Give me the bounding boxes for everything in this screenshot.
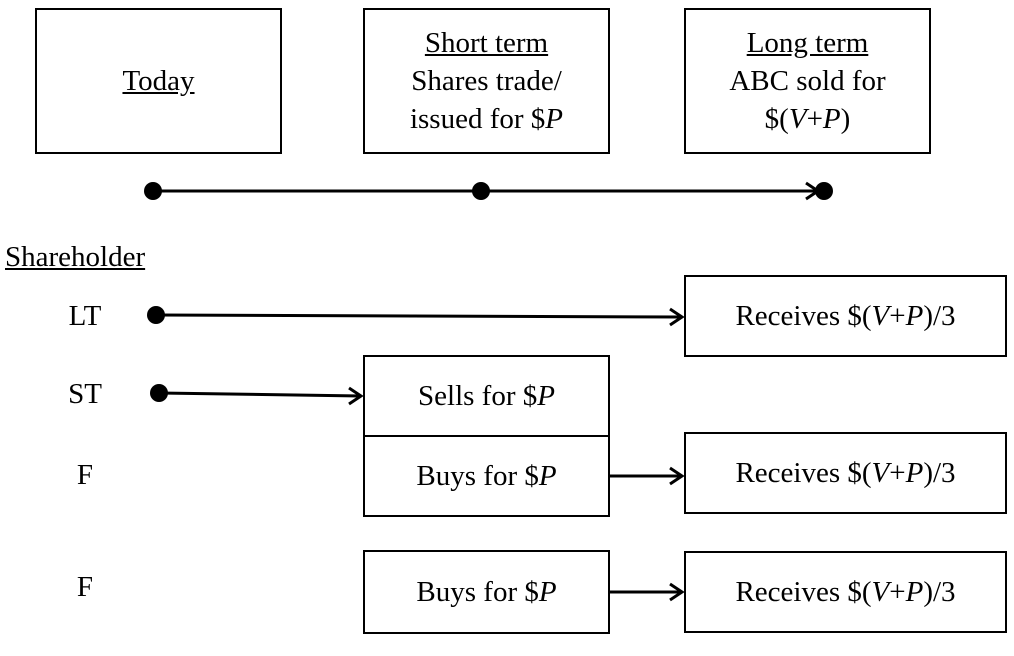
f2-receives-box: Receives $(V+P)/3	[684, 551, 1007, 633]
today-heading: Today	[122, 65, 195, 97]
st-sells-text: Sells for $P	[418, 380, 555, 412]
lt-arrow-line	[155, 313, 683, 319]
f2-receives-text: Receives $(V+P)/3	[735, 576, 956, 608]
shareholder-heading: Shareholder	[5, 241, 146, 273]
short-term-line1: Shares trade/	[411, 65, 562, 97]
f2-arrowhead	[669, 582, 685, 602]
st-start-dot	[150, 384, 168, 402]
f1-arrowhead	[669, 466, 685, 486]
long-term-heading: Long term	[746, 27, 869, 59]
row-label-lt: LT	[68, 300, 102, 332]
row-label-f2: F	[76, 571, 94, 603]
lt-arrowhead	[669, 307, 685, 327]
f1-buys-text: Buys for $P	[416, 460, 557, 492]
f2-buys-text: Buys for $P	[416, 576, 557, 608]
lt-receives-box: Receives $(V+P)/3	[684, 275, 1007, 357]
timeline-dot-long-term	[815, 182, 833, 200]
f1-buys-box: Buys for $P	[363, 435, 610, 517]
row-label-st: ST	[68, 378, 102, 410]
long-term-line2: $(V+P)	[764, 103, 851, 135]
today-box: Today	[35, 8, 282, 154]
f1-receives-box: Receives $(V+P)/3	[684, 432, 1007, 514]
long-term-line1: ABC sold for	[729, 65, 886, 97]
f1-receives-text: Receives $(V+P)/3	[735, 457, 956, 489]
short-term-line2: issued for $P	[409, 103, 564, 135]
lt-start-dot	[147, 306, 165, 324]
timeline-dot-today	[144, 182, 162, 200]
short-term-box: Short term Shares trade/ issued for $P	[363, 8, 610, 154]
timeline-dot-short-term	[472, 182, 490, 200]
short-term-heading: Short term	[424, 27, 549, 59]
row-label-f1: F	[76, 459, 94, 491]
long-term-box: Long term ABC sold for $(V+P)	[684, 8, 931, 154]
lt-receives-text: Receives $(V+P)/3	[735, 300, 956, 332]
st-arrowhead	[348, 386, 364, 406]
st-sells-box: Sells for $P	[363, 355, 610, 437]
f2-buys-box: Buys for $P	[363, 550, 610, 634]
st-arrow-line	[158, 391, 362, 398]
